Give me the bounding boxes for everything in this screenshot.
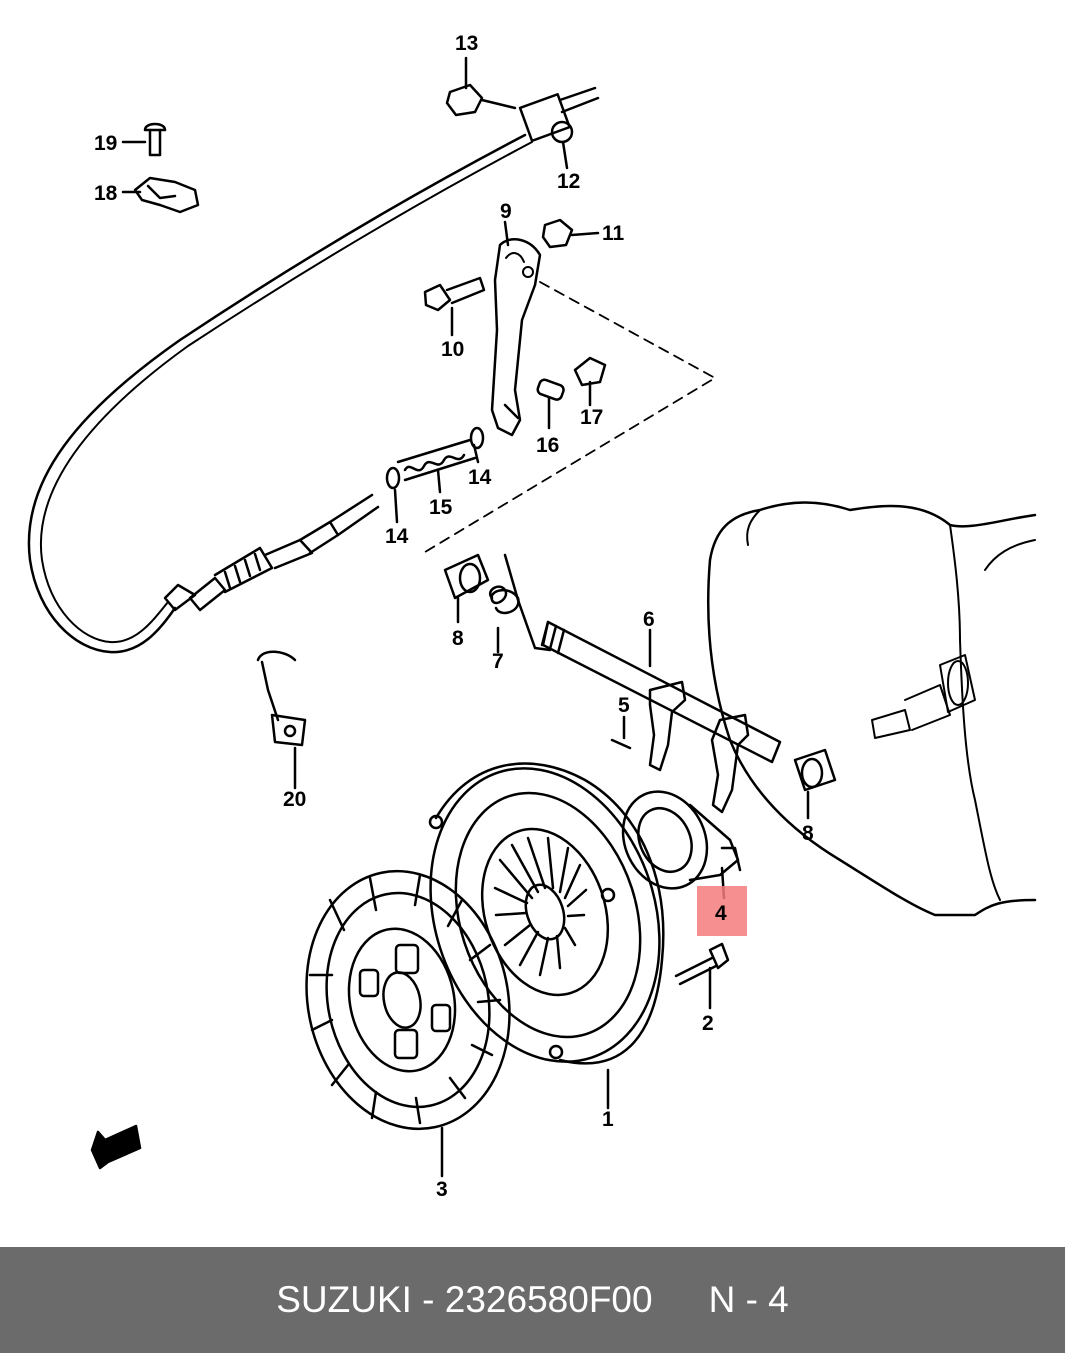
release-bearing — [621, 790, 742, 890]
clutch-cover — [428, 762, 665, 1065]
part-label-8-lower: 8 — [802, 822, 814, 845]
part-label-19: 19 — [94, 132, 117, 155]
release-shaft — [541, 620, 782, 764]
part-label-4: 4 — [715, 902, 727, 925]
part-label-16: 16 — [536, 434, 559, 457]
part-label-14-lower: 14 — [385, 525, 409, 548]
transmission-housing — [706, 501, 1037, 917]
part-label-18: 18 — [94, 182, 118, 205]
part-label-13: 13 — [455, 32, 478, 55]
part-label-12: 12 — [557, 170, 580, 193]
clutch-exploded-diagram: 13 19 18 12 9 11 10 17 16 14 15 14 8 7 6… — [27, 32, 1037, 1201]
footer-bar: SUZUKI - 2326580F00 N - 4 — [0, 1247, 1065, 1353]
highlight-box — [697, 886, 747, 936]
part-number-text: SUZUKI - 2326580F00 — [276, 1279, 653, 1320]
part-label-15: 15 — [429, 496, 453, 519]
part-label-11: 11 — [602, 222, 625, 245]
part-label-10: 10 — [441, 338, 464, 361]
part-label-14-upper: 14 — [468, 466, 492, 489]
front-arrow-icon — [90, 1124, 142, 1170]
clutch-cable — [27, 133, 527, 654]
release-lever — [490, 238, 542, 437]
part-label-20: 20 — [283, 788, 306, 811]
part-label-17: 17 — [580, 406, 603, 429]
part-label-1: 1 — [602, 1108, 614, 1131]
part-label-2: 2 — [702, 1012, 714, 1035]
part-label-8-upper: 8 — [452, 627, 464, 650]
part-label-9: 9 — [500, 200, 512, 223]
part-label-3: 3 — [436, 1178, 448, 1201]
position-text: N - 4 — [708, 1279, 789, 1320]
clutch-disc — [305, 869, 511, 1131]
part-label-6: 6 — [643, 608, 655, 631]
part-label-7: 7 — [492, 650, 504, 673]
part-label-5: 5 — [618, 694, 630, 717]
